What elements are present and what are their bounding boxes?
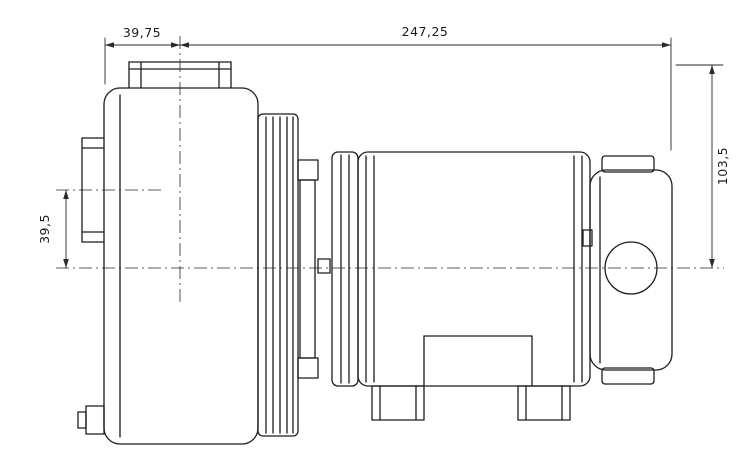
end-shield-outline	[589, 169, 673, 371]
adapter-lug-bottom	[297, 357, 319, 379]
motor-feet	[371, 385, 571, 421]
dimension-label-left-offset: 39,5	[37, 214, 52, 244]
motor-frame-outline	[357, 151, 591, 387]
adapter-plate	[299, 179, 316, 359]
end-shield-tab-top	[601, 155, 655, 173]
dimension-label-right-height: 103,5	[715, 147, 730, 185]
bracket-adapter	[297, 159, 331, 379]
adapter-lug-top	[297, 159, 319, 181]
dimension-labels: 39,75 247,25 103,5 39,5	[37, 24, 730, 244]
motor-base-box	[423, 335, 533, 387]
dimension-label-top-left: 39,75	[123, 25, 161, 40]
shaft-bolt-detail	[317, 258, 331, 274]
clamp-ring	[257, 113, 299, 437]
pump-housing	[103, 87, 259, 445]
object-lines	[77, 61, 673, 445]
centerlines	[56, 36, 724, 302]
foot-right	[517, 385, 571, 421]
motor-body	[357, 151, 591, 387]
pump-housing-outline	[103, 87, 259, 445]
drain-plug	[77, 405, 105, 435]
foot-left	[371, 385, 425, 421]
end-shield-notch	[582, 229, 593, 247]
end-shield-tab-bottom	[601, 367, 655, 385]
dimension-label-top-right: 247,25	[402, 24, 449, 39]
dimension-arrowheads	[63, 42, 715, 268]
motor-end-bell	[331, 151, 359, 387]
motor-end-shield	[582, 155, 673, 385]
dimension-lines	[65, 37, 724, 269]
